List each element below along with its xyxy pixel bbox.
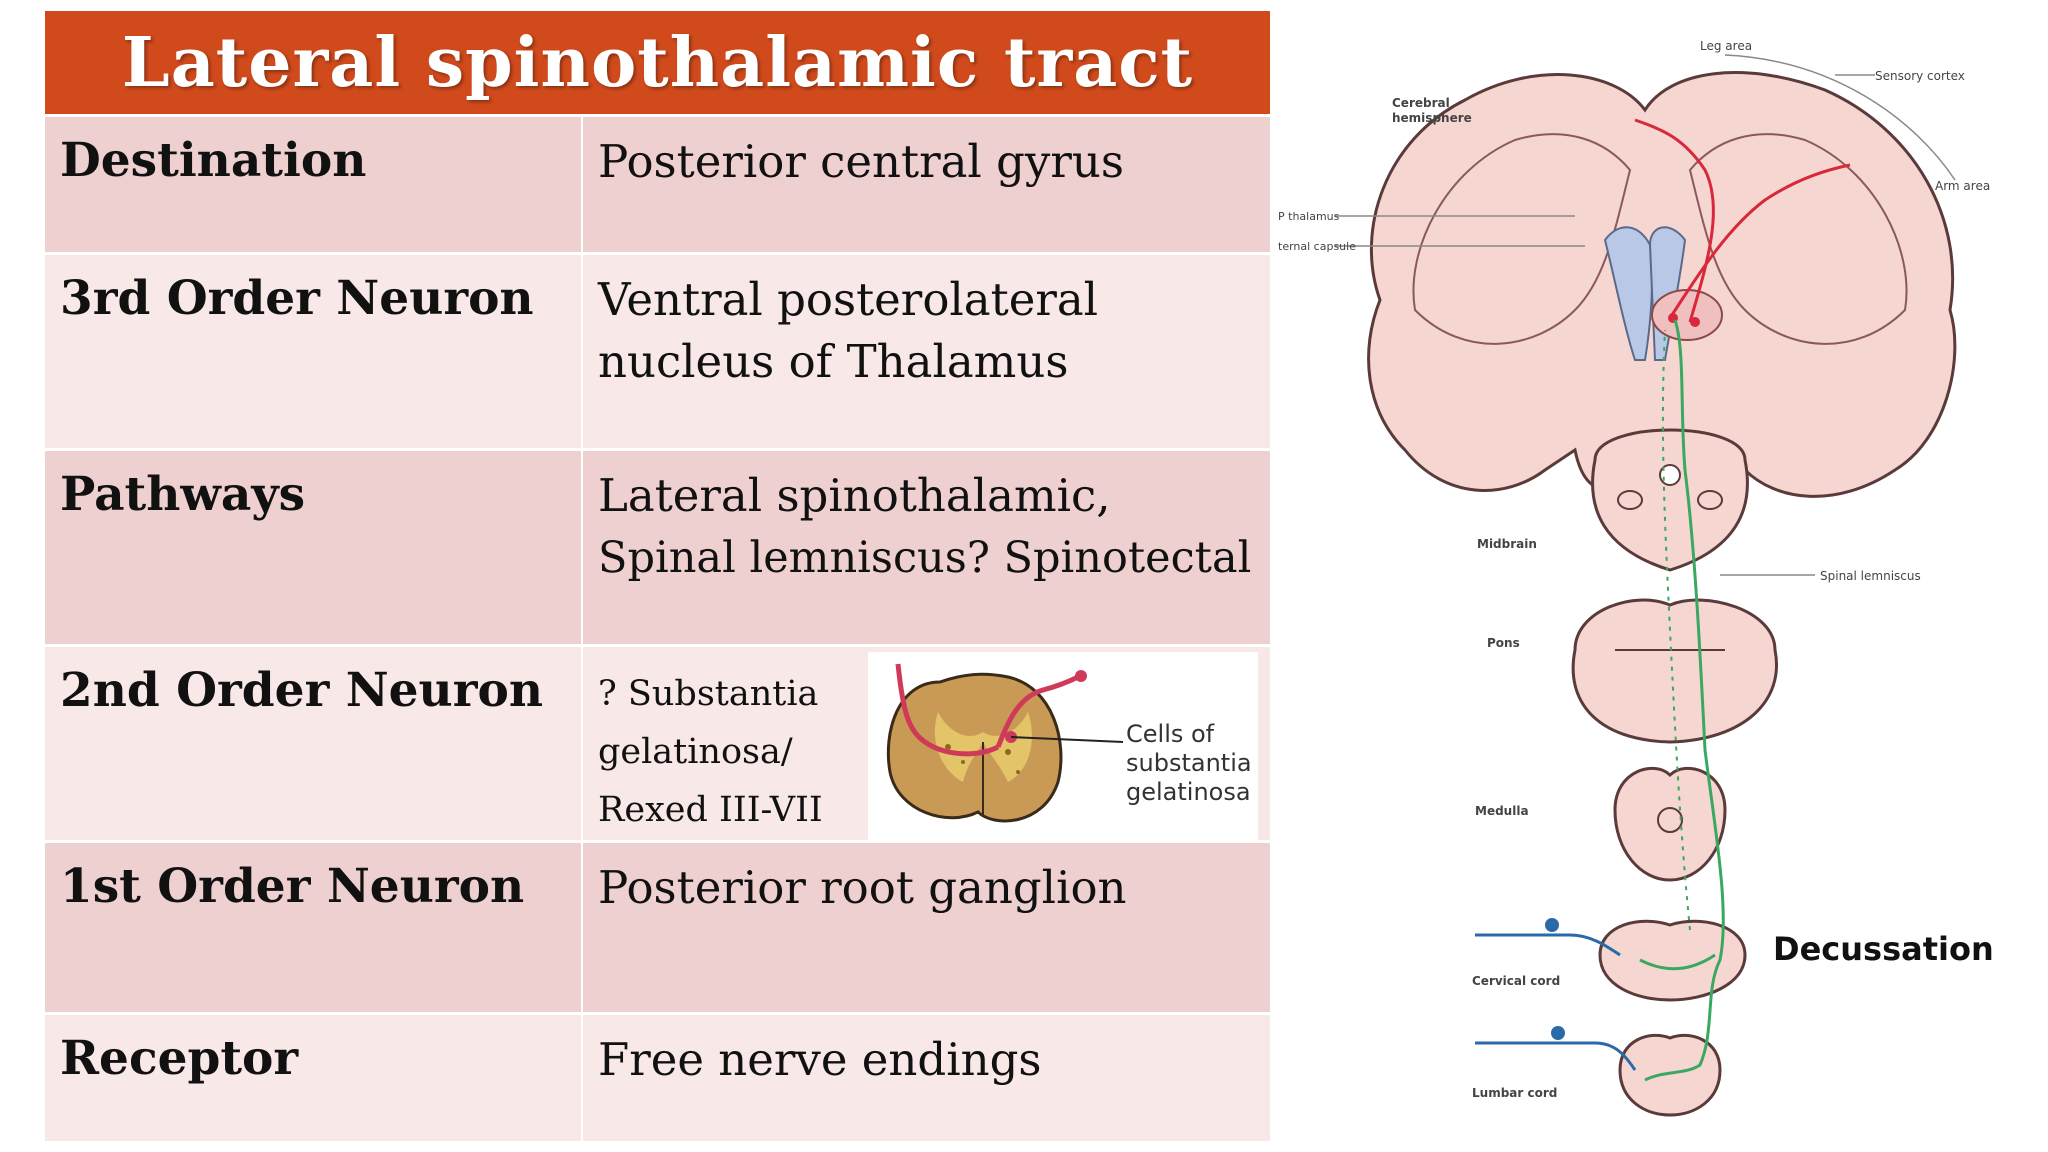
gelatinosa-callout: Cells of substantia gelatinosa <box>1126 720 1252 806</box>
lumbar-cord-label: Lumbar cord <box>1472 1086 1557 1100</box>
value-line: nucleus of Thalamus <box>598 335 1069 388</box>
table-row-value: Ventral posterolateral nucleus of Thalam… <box>583 255 1270 448</box>
value-line: ? Substantia <box>598 674 819 714</box>
table-row-label: Receptor <box>45 1015 581 1141</box>
value-line: Ventral posterolateral <box>598 273 1099 326</box>
table-row-value: Lateral spinothalamic, Spinal lemniscus?… <box>583 451 1270 644</box>
spinothalamic-tract-line <box>1644 319 1725 1082</box>
table-row-label: 1st Order Neuron <box>45 843 581 1012</box>
spinal-lemniscus-label: Spinal lemniscus <box>1820 569 1921 583</box>
lateral-ventricle-icon <box>1603 226 1654 361</box>
arm-area-label: Arm area <box>1935 179 1990 193</box>
leg-area-label: Leg area <box>1700 39 1752 53</box>
thalamocortical-leg-tract <box>1634 118 1715 323</box>
cervical-cord-icon <box>1598 919 1747 1002</box>
spinal-cord-inset: Cells of substantia gelatinosa <box>868 652 1258 840</box>
table-row-value: Free nerve endings <box>583 1015 1270 1141</box>
midbrain-label: Midbrain <box>1477 537 1537 551</box>
medulla-label: Medulla <box>1475 804 1529 818</box>
title-banner: Lateral spinothalamic tract <box>45 11 1270 114</box>
table-row-label: Destination <box>45 117 581 252</box>
thalamus-label: P thalamus <box>1278 210 1340 223</box>
page-title: Lateral spinothalamic tract <box>121 22 1194 103</box>
cerebral-hemisphere-label: Cerebral <box>1392 96 1450 110</box>
sensory-cortex-label: Sensory cortex <box>1875 69 1965 83</box>
table-row-label: Pathways <box>45 451 581 644</box>
spinothalamic-pathway-diagram: Leg area Sensory cortex Cerebral hemisph… <box>1278 39 1994 1117</box>
thalamus-icon <box>1651 289 1723 341</box>
table-row-label: 2nd Order Neuron <box>45 647 581 840</box>
midbrain-icon <box>1591 428 1749 572</box>
table-row-value: Posterior root ganglion <box>583 843 1270 1012</box>
medulla-icon <box>1613 766 1727 882</box>
value-line: Spinal lemniscus? Spinotectal <box>598 533 1252 583</box>
table-row-label: 3rd Order Neuron <box>45 255 581 448</box>
lumbar-afferent-nerve <box>1475 1041 1637 1071</box>
pons-icon <box>1571 598 1778 744</box>
decussation-label: Decussation <box>1773 930 1994 968</box>
value-line: Lateral spinothalamic, <box>598 469 1111 522</box>
value-line: gelatinosa/ <box>598 732 793 772</box>
pons-label: Pons <box>1487 636 1520 650</box>
spinal-cord-cross-section-icon <box>886 663 1124 823</box>
lumbar-cord-icon <box>1618 1033 1722 1117</box>
cervical-cord-label: Cervical cord <box>1472 974 1560 988</box>
value-line: Rexed III-VII <box>598 790 823 830</box>
cerebral-hemisphere-label: hemisphere <box>1392 111 1472 125</box>
table-row-value: Posterior central gyrus <box>583 117 1270 252</box>
internal-capsule-label: ternal capsule <box>1278 240 1356 253</box>
cervical-afferent-nerve <box>1475 933 1621 957</box>
thalamocortical-arm-tract <box>1668 163 1851 319</box>
